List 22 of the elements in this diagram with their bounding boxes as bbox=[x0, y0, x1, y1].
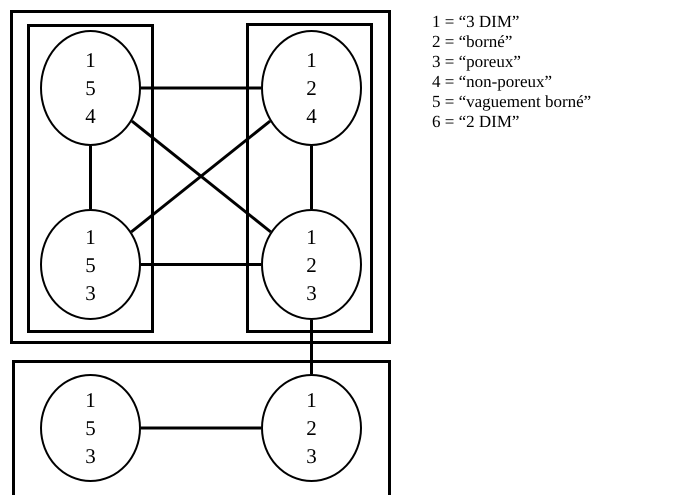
node-text: 1 5 4 bbox=[84, 47, 97, 130]
legend-note: 6 = “2 DIM” bbox=[432, 112, 520, 132]
node-text: 1 2 3 bbox=[305, 387, 318, 470]
connector-line bbox=[310, 320, 313, 374]
connector-line bbox=[141, 426, 261, 430]
node-text: 1 2 4 bbox=[305, 47, 318, 130]
connector-line bbox=[141, 86, 261, 90]
group-box bbox=[10, 10, 391, 344]
node-text: 1 2 3 bbox=[305, 224, 318, 306]
legend-note: 3 = “poreux” bbox=[432, 52, 522, 72]
group-box bbox=[246, 23, 373, 333]
connector-line bbox=[310, 146, 313, 209]
node-text: 1 5 3 bbox=[84, 387, 97, 470]
node-text: 1 5 3 bbox=[84, 224, 97, 306]
connector-line bbox=[89, 146, 92, 209]
group-box bbox=[27, 24, 154, 333]
legend-note: 5 = “vaguement borné” bbox=[432, 92, 592, 112]
group-box bbox=[12, 360, 391, 495]
legend-note: 4 = “non-poreux” bbox=[432, 72, 554, 92]
legend-note: 1 = “3 DIM” bbox=[432, 12, 520, 32]
connector-line bbox=[141, 263, 261, 266]
legend-note: 2 = “borné” bbox=[432, 32, 514, 52]
